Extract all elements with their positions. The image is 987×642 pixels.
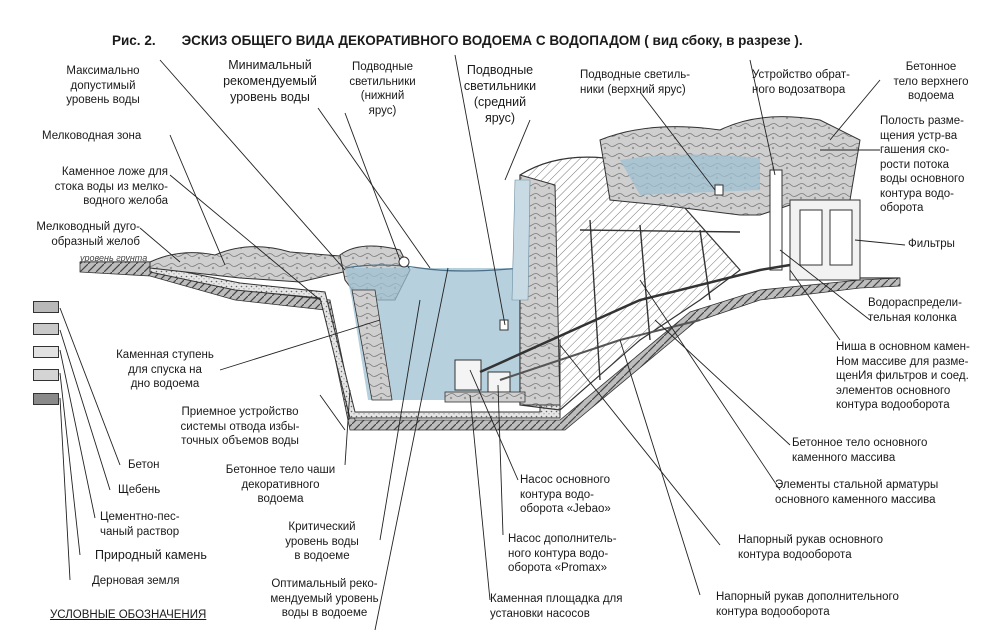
label-pump-pad: Каменная площадка для установки насосов xyxy=(490,593,623,620)
distribution-column xyxy=(769,169,783,271)
main-stone-massive xyxy=(519,156,741,411)
legend-label-natural-stone: Природный камень xyxy=(95,548,207,562)
legend-label-gravel: Щебень xyxy=(118,484,161,496)
label-main-pressure-hose: Напорный рукав основного контура водообо… xyxy=(738,534,884,561)
label-distribution-column: Водораспредели- тельная колонка xyxy=(868,297,962,324)
figure-number: Рис. 2. xyxy=(112,33,156,48)
legend-swatch-gravel xyxy=(33,323,59,335)
pump-pad xyxy=(444,391,526,403)
label-main-massive-body: Бетонное тело основного каменного массив… xyxy=(792,437,928,464)
label-extra-pressure-hose: Напорный рукав дополнительного контура в… xyxy=(716,591,899,618)
label-max-water-level: Максимально допустимый уровень воды xyxy=(66,65,140,106)
figure-title: Рис. 2. ЭСКИЗ ОБЩЕГО ВИДА ДЕКОРАТИВНОГО В… xyxy=(112,33,829,48)
label-lights-upper: Подводные светиль- ники (верхний ярус) xyxy=(580,69,691,96)
light-low xyxy=(398,256,410,268)
label-overflow-device: Приемное устройство системы отвода избы-… xyxy=(180,406,300,447)
legend-label-concrete: Бетон xyxy=(128,459,160,471)
label-ground-level: уровень грунта xyxy=(80,253,148,263)
label-filters: Фильтры xyxy=(908,238,955,250)
water-surface xyxy=(344,264,521,272)
bowl-left-wall xyxy=(351,289,393,401)
label-lights-middle: Подводные светильники (средний ярус) xyxy=(463,63,537,125)
legend-label-turf-soil: Дерновая земля xyxy=(92,575,180,587)
hose-main xyxy=(479,263,791,374)
label-upper-pond-body: Бетонное тело верхнего водоема xyxy=(893,61,969,102)
upper-pond-water xyxy=(620,154,760,195)
filter-unit-b xyxy=(829,209,853,266)
legend-title: УСЛОВНЫЕ ОБОЗНАЧЕНИЯ xyxy=(50,609,207,621)
legend-swatch-natural-stone xyxy=(33,369,59,381)
rebar xyxy=(579,219,741,381)
waterfall xyxy=(511,179,531,301)
main-massive-facing xyxy=(519,174,561,406)
legend-label-mortar: Цементно-пес- чаный раствор xyxy=(100,511,180,538)
figure-title-text: ЭСКИЗ ОБЩЕГО ВИДА ДЕКОРАТИВНОГО ВОДОЕМА … xyxy=(181,33,803,48)
label-shallow-trough: Мелководный дуго- образный желоб xyxy=(36,221,140,248)
legend-swatch-turf-soil xyxy=(33,393,59,405)
label-filter-niche: Ниша в основном камен- Ном массиве для р… xyxy=(836,341,970,411)
label-stone-bed: Каменное ложе для стока воды из мелко- в… xyxy=(54,166,168,207)
filter-unit-a xyxy=(799,209,823,266)
label-pump-extra: Насос дополнитель- ного контура водо- об… xyxy=(508,533,617,574)
label-stone-step: Каменная ступень для спуска на дно водое… xyxy=(116,349,214,390)
label-shallow-zone: Мелководная зона xyxy=(42,130,142,142)
label-bowl-body: Бетонное тело чаши декоративного водоема xyxy=(225,464,336,505)
label-damping-cavity: Полость разме- щения устр-ва гашения ско… xyxy=(880,115,965,214)
label-critical-level: Критический уровень воды в водоеме xyxy=(285,521,359,562)
label-optimal-level: Оптимальный реко- мендуемый уровень воды… xyxy=(270,578,379,619)
label-pump-main: Насос основного контура водо- оборота «J… xyxy=(520,474,611,515)
legend-swatch-concrete xyxy=(33,301,59,313)
label-rebar: Элементы стальной арматуры основного кам… xyxy=(775,479,939,506)
label-lights-lower: Подводные светильники (нижний ярус) xyxy=(349,61,416,117)
legend-swatch-mortar xyxy=(33,346,59,358)
label-backflow-valve: Устройство обрат- ного водозатвора xyxy=(752,69,850,96)
label-min-water-level: Минимальный рекомендуемый уровень воды xyxy=(223,58,317,104)
